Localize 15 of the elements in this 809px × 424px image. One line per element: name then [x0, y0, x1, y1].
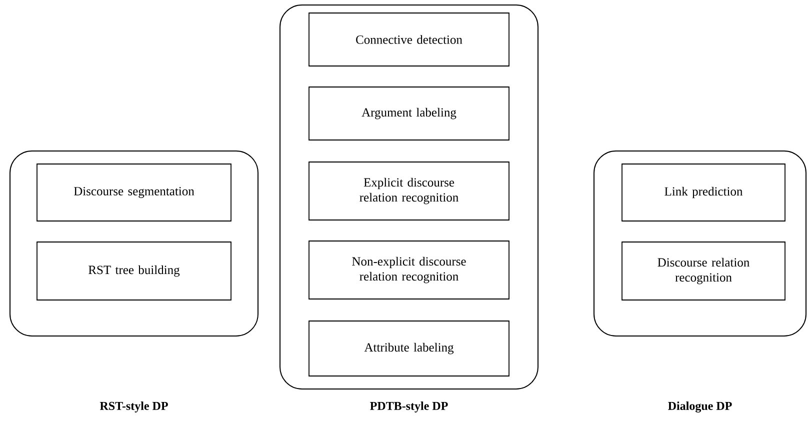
task-box: Connective detection: [308, 12, 510, 66]
task-box: Discourse segmentation: [36, 164, 232, 222]
task-box: Argument labeling: [308, 86, 510, 140]
task-box: Attribute labeling: [308, 320, 510, 376]
group-title: RST-style DP: [100, 402, 168, 412]
task-box: Non-explicit discourse relation recognition: [308, 240, 510, 300]
group-title: Dialogue DP: [668, 402, 732, 412]
task-box: Discourse relation recognition: [622, 242, 786, 300]
group-title: PDTB-style DP: [370, 402, 448, 412]
group-box: [10, 150, 258, 336]
task-box: Link prediction: [622, 164, 786, 222]
task-box: RST tree building: [36, 242, 232, 300]
group-box: [594, 150, 806, 336]
task-box: Explicit discourse relation recognition: [308, 162, 510, 220]
group-box: [280, 4, 538, 390]
